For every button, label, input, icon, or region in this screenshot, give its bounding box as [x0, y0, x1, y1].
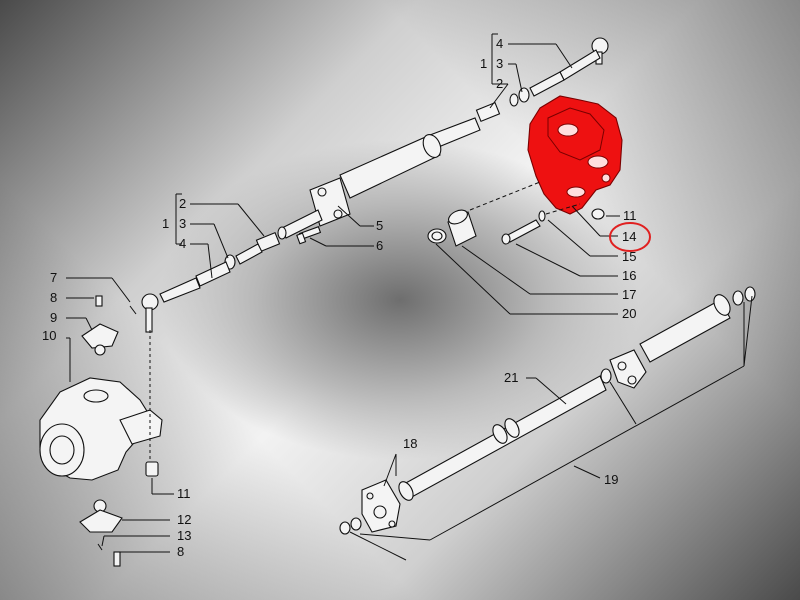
pin-13[interactable]	[97, 543, 103, 551]
pin-7[interactable]	[129, 305, 137, 315]
label-2-top: 2	[496, 76, 503, 91]
label-16: 16	[622, 268, 636, 283]
label-6: 6	[376, 238, 383, 253]
label-5: 5	[376, 218, 383, 233]
label-8-lower: 8	[177, 544, 184, 559]
label-11-lower: 11	[177, 486, 191, 501]
upper-tie-rod[interactable]	[475, 37, 609, 123]
seals-19-lower[interactable]	[339, 517, 362, 535]
label-21: 21	[504, 370, 518, 385]
label-9: 9	[50, 310, 57, 325]
nut-11-upper[interactable]	[591, 208, 605, 220]
steering-housing-part-14[interactable]	[527, 95, 623, 215]
ball-joint-12[interactable]	[79, 499, 123, 533]
callout-labels: 4 1 3 2 2 1 3 4 5 6 11 14 15 16 17 20 7 …	[42, 36, 637, 559]
label-3-top: 3	[496, 56, 503, 71]
label-11-upper: 11	[623, 208, 637, 223]
lower-cylinder-21[interactable]	[396, 292, 733, 503]
nut-11-lower[interactable]	[145, 461, 159, 477]
label-14: 14	[622, 229, 636, 244]
label-2-left: 2	[179, 196, 186, 211]
seals-19-upper[interactable]	[600, 286, 756, 384]
label-12: 12	[177, 512, 191, 527]
ball-joint-9[interactable]	[81, 323, 119, 356]
bolt-8-upper[interactable]	[95, 295, 103, 307]
bolt-15-16[interactable]	[501, 210, 546, 245]
highlight-ring-14	[609, 222, 651, 252]
label-4-left: 4	[179, 236, 186, 251]
label-15: 15	[622, 249, 636, 264]
label-7: 7	[50, 270, 57, 285]
label-20: 20	[622, 306, 636, 321]
seal-20[interactable]	[427, 228, 447, 244]
label-1-left: 1	[162, 216, 169, 231]
bolt-8-lower[interactable]	[113, 551, 121, 567]
label-10: 10	[42, 328, 56, 343]
label-18: 18	[403, 436, 417, 451]
label-8-upper: 8	[50, 290, 57, 305]
steering-knuckle-10[interactable]	[39, 377, 163, 481]
label-17: 17	[622, 287, 636, 302]
label-3-left: 3	[179, 216, 186, 231]
label-1-top: 1	[480, 56, 487, 71]
label-19: 19	[604, 472, 618, 487]
bushing-17[interactable]	[446, 207, 477, 247]
mount-18[interactable]	[361, 479, 401, 533]
leader-lines	[66, 33, 753, 561]
steering-cylinder[interactable]	[277, 117, 481, 240]
label-13: 13	[177, 528, 191, 543]
bolt-6[interactable]	[296, 226, 322, 245]
left-tie-rod[interactable]	[141, 231, 281, 333]
label-4-top: 4	[496, 36, 503, 51]
